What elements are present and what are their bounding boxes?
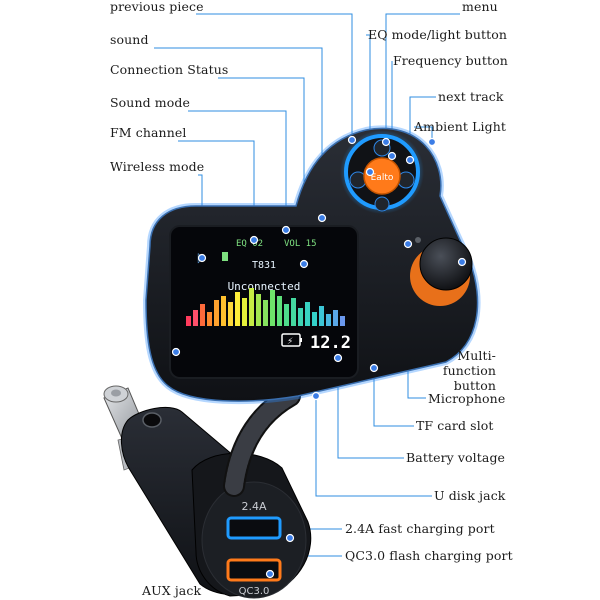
callout-ambient-light: [414, 126, 433, 142]
callout-eq-mode: [366, 34, 371, 172]
eq-bar: [312, 312, 317, 326]
eq-indicator: EQ 02: [236, 239, 263, 249]
label-microphone: Microphone: [428, 391, 506, 406]
label-previous-piece: previous piece: [110, 0, 204, 14]
eq-bar: [270, 290, 275, 326]
label-u-disk-jack: U disk jack: [434, 488, 506, 503]
ring-button-bottom: [374, 196, 390, 212]
frequency-display: T831: [252, 260, 276, 271]
label-battery-voltage: Battery voltage: [406, 450, 506, 465]
callout-previous-piece: [196, 13, 353, 138]
eq-bar: [186, 316, 191, 326]
label-eq-mode-light-button: EQ mode/light button: [368, 27, 508, 42]
center-button-text: Ealto: [371, 173, 394, 183]
eq-bar: [235, 292, 240, 326]
callout-sound-mode: [188, 110, 287, 230]
head-unit: ᛒ EQ 02 VOL 15 T831 Unconnected ⚡ 12.2 E…: [142, 125, 481, 405]
eq-bar: [221, 296, 226, 326]
eq-bar: [256, 294, 261, 326]
vol-indicator: VOL 15: [284, 239, 317, 249]
multi-function-knob: [419, 237, 473, 291]
gooseneck: [223, 385, 301, 497]
eq-bar: [228, 302, 233, 326]
port-top-label: 2.4A: [241, 500, 266, 513]
label-fm-channel: FM channel: [110, 125, 187, 140]
connection-status-display: Unconnected: [228, 280, 301, 293]
aux-jack-port: [142, 412, 162, 428]
label-wireless-mode: Wireless mode: [110, 159, 205, 174]
charger-plug: 2.4A QC3.0: [103, 385, 312, 599]
eq-bar: [305, 302, 310, 326]
eq-bar: [319, 306, 324, 326]
label-qc-flash-charging-port: QC3.0 flash charging port: [345, 548, 513, 563]
eq-bar: [284, 304, 289, 326]
eq-bar: [263, 300, 268, 326]
port-bottom-label: QC3.0: [239, 586, 270, 597]
center-button: [363, 157, 401, 195]
label-fast-charging-port: 2.4A fast charging port: [345, 521, 495, 536]
callout-u-disk: [315, 396, 432, 497]
label-aux-jack: AUX jack: [142, 583, 202, 598]
label-next-track: next track: [438, 89, 504, 104]
usb-port-2-4a: [226, 516, 282, 540]
label-frequency-button: Frequency button: [393, 53, 508, 68]
callout-tf-card: [373, 368, 414, 427]
sd-icon: [222, 252, 228, 261]
callout-menu: [385, 13, 460, 142]
eq-bar: [333, 310, 338, 326]
label-tf-card-slot: TF card slot: [416, 418, 494, 433]
voltage-display: 12.2: [310, 333, 351, 353]
equalizer-bars: [186, 288, 345, 326]
label-multi-function-button: Multi-function button: [442, 348, 496, 393]
svg-text:⚡: ⚡: [287, 337, 293, 347]
eq-bar: [242, 298, 247, 326]
callout-dots: [171, 135, 467, 579]
eq-bar: [298, 308, 303, 326]
eq-bar: [207, 312, 212, 326]
eq-bar: [326, 314, 331, 326]
eq-bar: [291, 298, 296, 326]
eq-bar: [249, 288, 254, 326]
label-sound-mode: Sound mode: [110, 95, 190, 110]
eq-bar: [340, 316, 345, 326]
eq-bar: [214, 300, 219, 326]
callout-battery-voltage: [337, 358, 404, 459]
label-sound: sound: [110, 32, 149, 47]
eq-bar: [193, 310, 198, 326]
label-menu: menu: [462, 0, 498, 14]
label-connection-status: Connection Status: [110, 62, 229, 77]
eq-bar: [277, 296, 282, 326]
label-ambient-light: Ambient Light: [414, 119, 506, 134]
eq-bar: [200, 304, 205, 326]
